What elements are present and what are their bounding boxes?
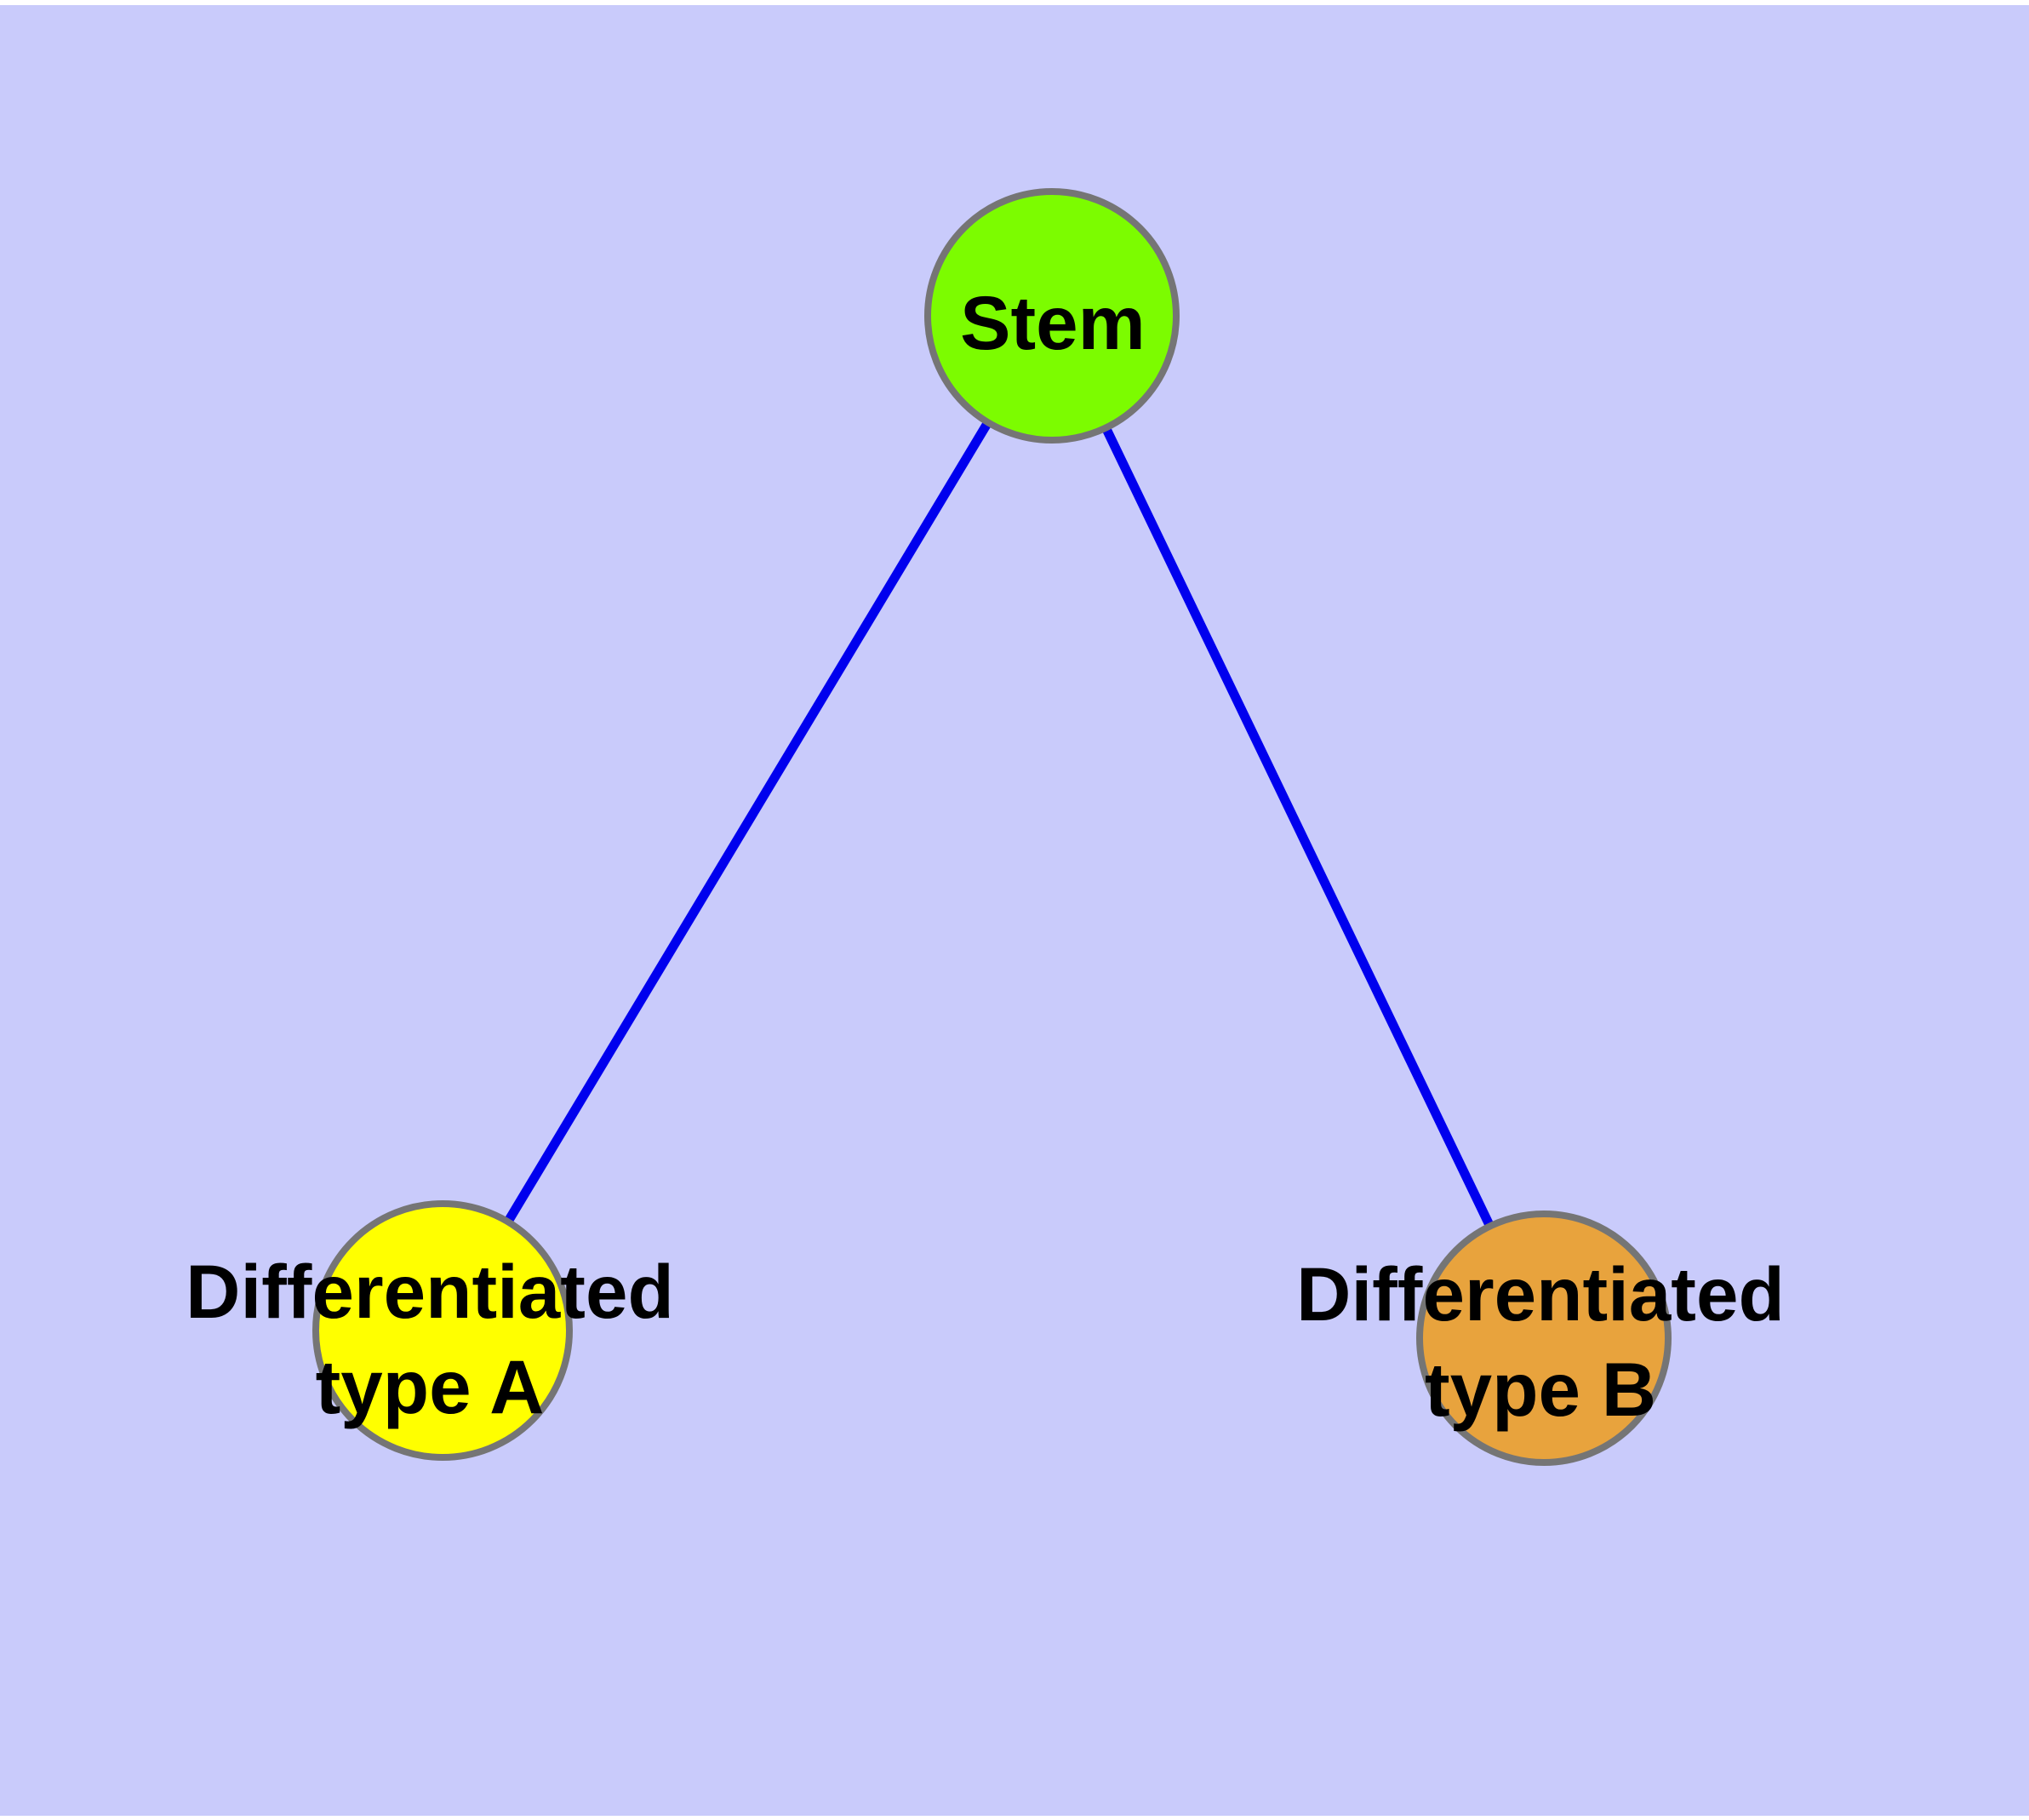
node-type-a-circle — [312, 1200, 573, 1461]
node-type-a-label-line1: Differentiated — [186, 1249, 674, 1334]
node-type-a-label-line2: type A — [316, 1344, 545, 1429]
node-stem-circle — [924, 188, 1180, 444]
edge-stem-to-type-b — [1048, 313, 1548, 1341]
node-type-b-circle — [1416, 1210, 1672, 1466]
node-type-b-label-line1: Differentiated — [1296, 1251, 1785, 1336]
node-type-b-label-line2: type B — [1425, 1347, 1656, 1432]
node-stem-label: Stem — [960, 280, 1146, 365]
edge-stem-to-type-a — [438, 313, 1056, 1333]
